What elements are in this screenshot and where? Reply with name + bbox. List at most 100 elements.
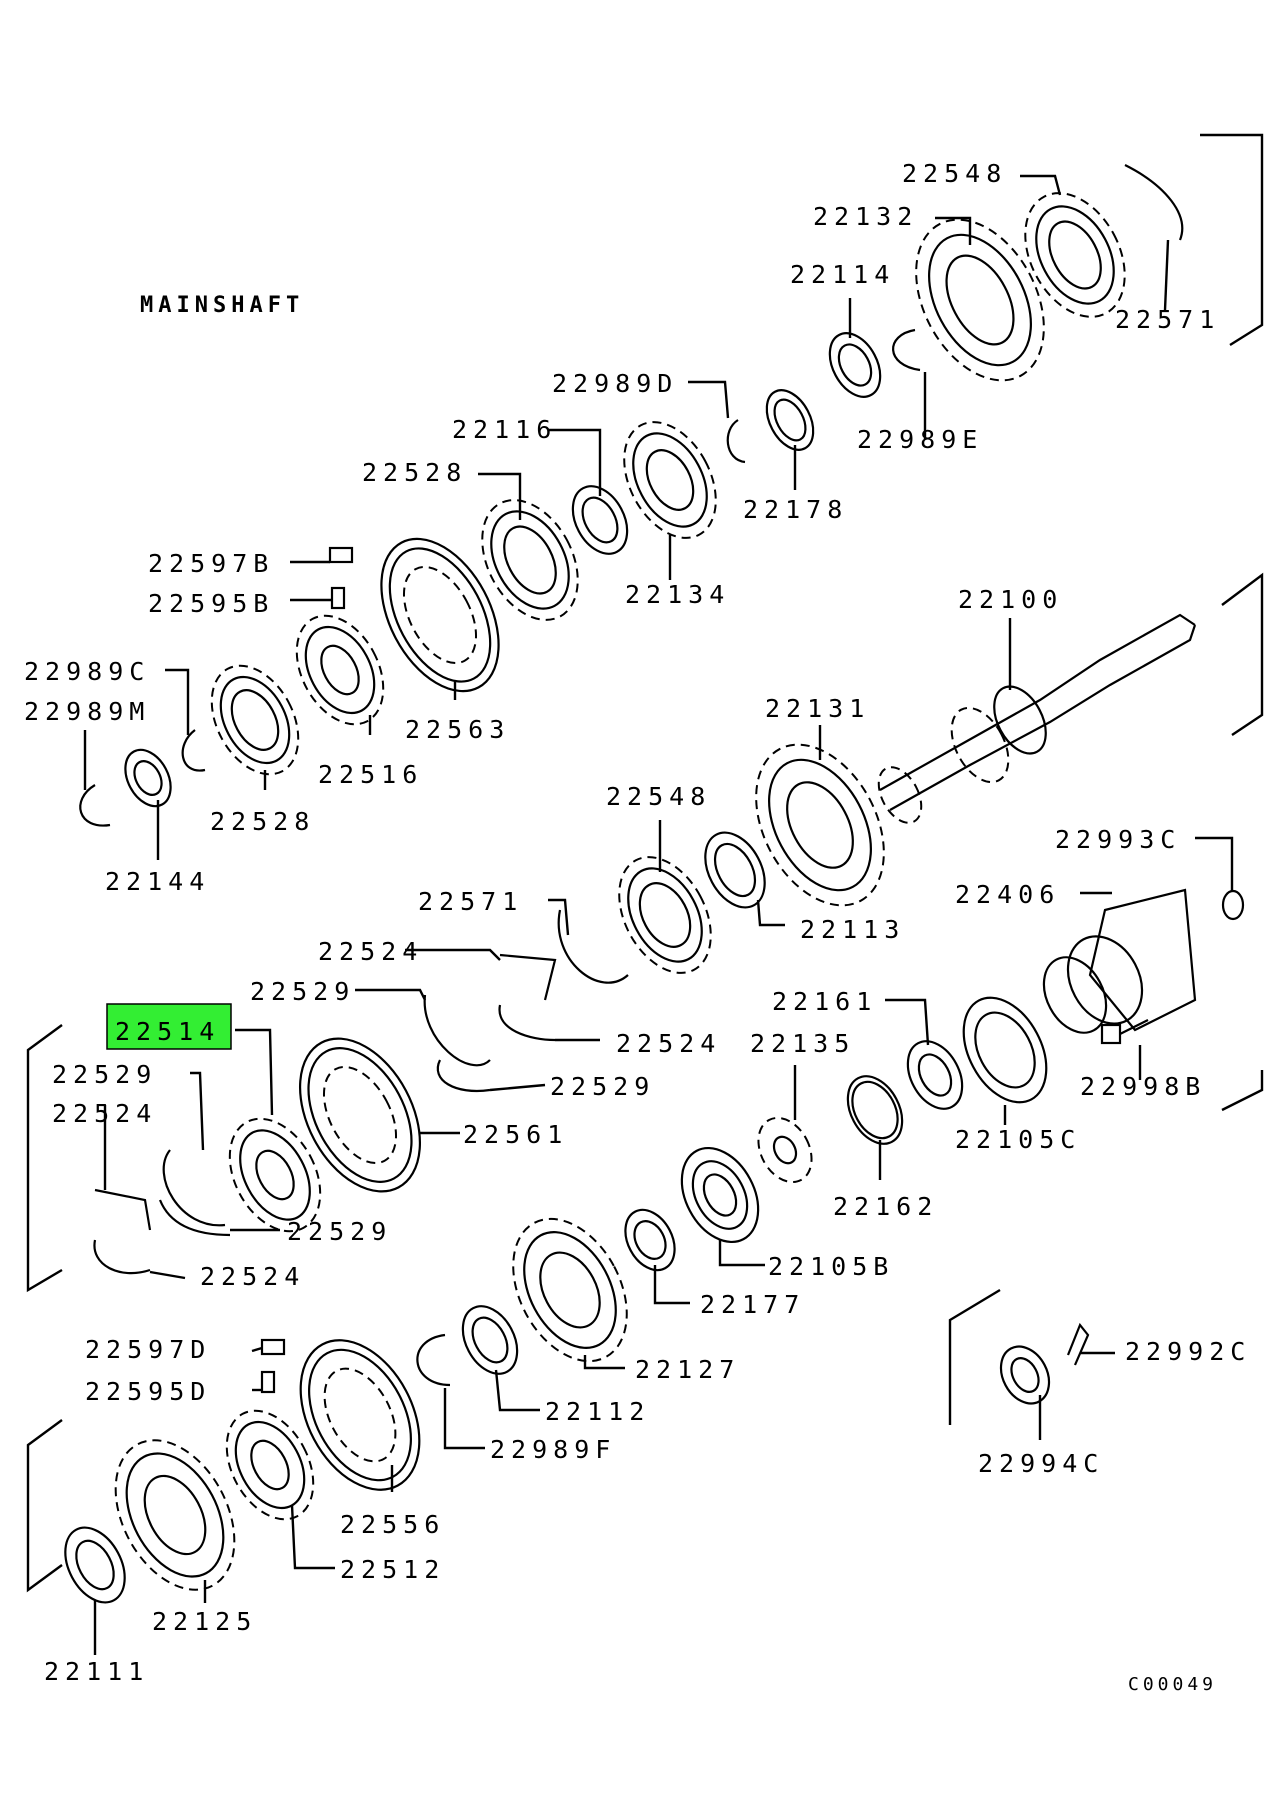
section-brackets — [26, 133, 1264, 1593]
bolt-22998B — [1100, 1019, 1149, 1045]
label-22178[interactable]: 22178 — [743, 495, 848, 524]
label-22597D[interactable]: 22597D — [85, 1335, 211, 1364]
label-22992C[interactable]: 22992C — [1125, 1337, 1251, 1366]
label-22595B[interactable]: 22595B — [148, 589, 274, 618]
key-22597D — [260, 1338, 286, 1356]
ring-22548-mid — [618, 856, 712, 974]
label-22524-c[interactable]: 22524 — [52, 1099, 157, 1128]
spring-22529-b — [436, 1059, 491, 1093]
bearing-22114 — [828, 332, 882, 398]
label-22524[interactable]: 22524 — [318, 937, 423, 966]
sleeve-22162 — [846, 1075, 904, 1145]
label-22512[interactable]: 22512 — [340, 1555, 445, 1584]
label-22114[interactable]: 22114 — [790, 260, 895, 289]
snap-ring-22989D — [726, 419, 746, 464]
gear-22548-top — [1024, 192, 1126, 318]
label-22113[interactable]: 22113 — [800, 915, 905, 944]
label-22132[interactable]: 22132 — [813, 202, 918, 231]
label-22135[interactable]: 22135 — [750, 1029, 855, 1058]
label-22989D[interactable]: 22989D — [552, 369, 678, 398]
nut-22994C — [999, 1345, 1051, 1405]
bearing-22116 — [571, 485, 629, 555]
flange-22406 — [1042, 888, 1197, 1034]
gear-22125 — [114, 1439, 236, 1591]
label-22563[interactable]: 22563 — [405, 715, 510, 744]
label-22993C[interactable]: 22993C — [1055, 825, 1181, 854]
snap-ring-22989C — [181, 729, 206, 772]
label-22529-b[interactable]: 22529 — [550, 1072, 655, 1101]
ring-22528-top — [481, 499, 579, 621]
label-22524-d[interactable]: 22524 — [200, 1262, 305, 1291]
sleeve-22563 — [380, 537, 500, 693]
hub-22514 — [228, 1117, 322, 1233]
label-22162[interactable]: 22162 — [833, 1192, 938, 1221]
shaft-22100 — [877, 613, 1197, 824]
bearing-22105B — [680, 1146, 760, 1244]
part-number-labels: 22548 22132 22114 22571 22989D 22989E 22… — [24, 159, 1251, 1686]
label-22528-mid[interactable]: 22528 — [210, 807, 315, 836]
label-22406[interactable]: 22406 — [955, 880, 1060, 909]
label-22116[interactable]: 22116 — [452, 415, 557, 444]
label-22561[interactable]: 22561 — [463, 1120, 568, 1149]
spring-22529-a — [423, 994, 491, 1067]
key-22524-b — [498, 1004, 556, 1042]
label-22529-c[interactable]: 22529 — [52, 1060, 157, 1089]
label-22998B[interactable]: 22998B — [1080, 1072, 1206, 1101]
key-22524-a — [499, 953, 557, 1001]
label-22528[interactable]: 22528 — [362, 458, 467, 487]
figure-code: C00049 — [1128, 1674, 1217, 1695]
key-22524-c — [94, 1188, 152, 1231]
bearing-22105C — [962, 996, 1048, 1104]
label-22556[interactable]: 22556 — [340, 1510, 445, 1539]
label-22514-highlighted[interactable]: 22514 — [115, 1017, 220, 1046]
label-22131[interactable]: 22131 — [765, 694, 870, 723]
label-22125[interactable]: 22125 — [152, 1607, 257, 1636]
washer-22178 — [765, 389, 815, 451]
label-22989F[interactable]: 22989F — [490, 1435, 616, 1464]
bearing-22113 — [704, 831, 766, 909]
gear-22134 — [623, 421, 717, 539]
label-22989C[interactable]: 22989C — [24, 657, 150, 686]
snap-ring-22571-mid — [557, 909, 629, 984]
collar-22161 — [906, 1040, 964, 1110]
washer-22177 — [624, 1208, 676, 1272]
spring-22529-c — [162, 1149, 226, 1227]
label-22105B[interactable]: 22105B — [768, 1252, 894, 1281]
sleeve-22556 — [299, 1339, 421, 1491]
diagram-title: MAINSHAFT — [140, 293, 304, 318]
label-22529[interactable]: 22529 — [250, 977, 355, 1006]
pin-22992C — [1066, 1322, 1090, 1366]
label-22548-mid[interactable]: 22548 — [606, 782, 711, 811]
label-22112[interactable]: 22112 — [545, 1397, 650, 1426]
label-22597B[interactable]: 22597B — [148, 549, 274, 578]
sleeve-22561 — [298, 1037, 422, 1193]
label-22571-mid[interactable]: 22571 — [418, 887, 523, 916]
label-22548[interactable]: 22548 — [902, 159, 1007, 188]
label-22989M[interactable]: 22989M — [24, 697, 150, 726]
label-22127[interactable]: 22127 — [635, 1355, 740, 1384]
label-22177[interactable]: 22177 — [700, 1290, 805, 1319]
bearing-22112 — [461, 1305, 519, 1375]
label-22111[interactable]: 22111 — [44, 1657, 149, 1686]
spring-22595D — [260, 1370, 276, 1394]
label-22161[interactable]: 22161 — [772, 987, 877, 1016]
parts — [64, 164, 1245, 1604]
label-22989E[interactable]: 22989E — [857, 425, 983, 454]
label-22571[interactable]: 22571 — [1115, 305, 1220, 334]
label-22100[interactable]: 22100 — [958, 585, 1063, 614]
label-22595D[interactable]: 22595D — [85, 1377, 211, 1406]
hub-22516 — [295, 614, 385, 726]
nut-22144 — [124, 748, 172, 808]
highlight-box-22514 — [106, 1003, 232, 1050]
label-22524-b[interactable]: 22524 — [616, 1029, 721, 1058]
snap-ring-22989E — [892, 328, 921, 372]
label-22144[interactable]: 22144 — [105, 867, 210, 896]
label-22134[interactable]: 22134 — [625, 580, 730, 609]
label-22994C[interactable]: 22994C — [978, 1449, 1104, 1478]
gear-22135 — [757, 1116, 813, 1184]
label-22105C[interactable]: 22105C — [955, 1125, 1081, 1154]
oring-22993C — [1221, 889, 1245, 921]
label-22516[interactable]: 22516 — [318, 760, 423, 789]
label-22529-d[interactable]: 22529 — [287, 1217, 392, 1246]
